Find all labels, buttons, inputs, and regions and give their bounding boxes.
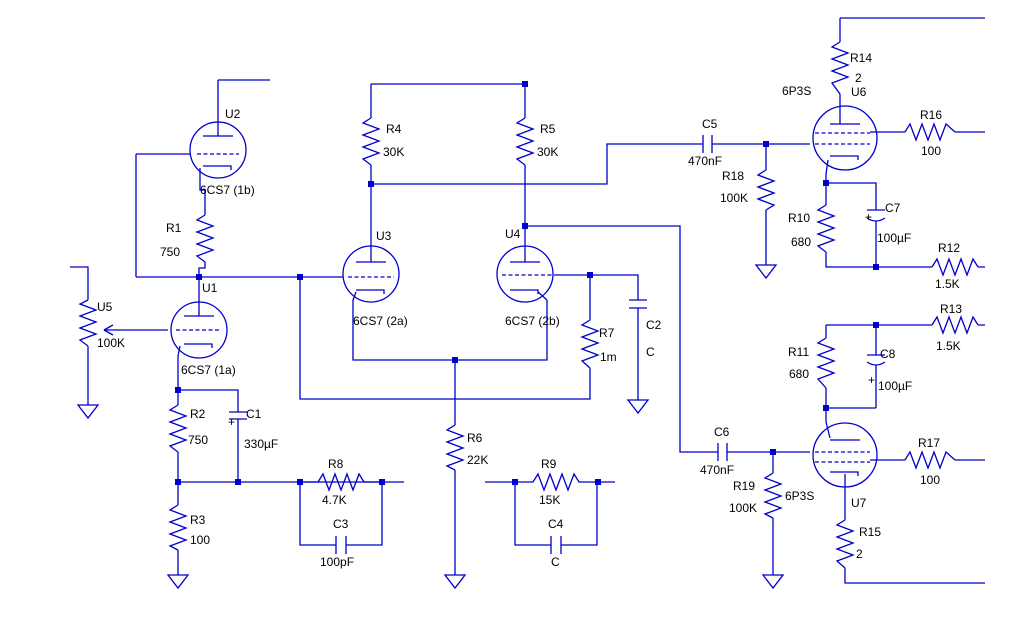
- c8-plus-label: +: [868, 373, 875, 387]
- r14-value-label: 2: [855, 71, 862, 85]
- r17-ref-label: R17: [918, 436, 940, 450]
- c4-value-label: C: [551, 555, 560, 569]
- tube-u4: [496, 245, 557, 303]
- c1-ref-label: C1: [246, 407, 262, 421]
- tube-u3: [342, 245, 400, 303]
- c3-value-label: 100pF: [320, 555, 354, 569]
- ground-symbols: [76, 264, 785, 590]
- r13-ref-label: R13: [940, 302, 962, 316]
- r17-value-label: 100: [920, 473, 940, 487]
- r6-value-label: 22K: [467, 453, 488, 467]
- r1-ref-label: R1: [166, 221, 182, 235]
- r15-value-label: 2: [856, 547, 863, 561]
- r16-ref-label: R16: [920, 108, 942, 122]
- u7-value-label: 6P3S: [785, 489, 814, 503]
- junctions: [175, 81, 879, 485]
- r18-value-label: 100K: [720, 191, 748, 205]
- tube-u6: [812, 105, 878, 175]
- u4-ref-label: U4: [505, 227, 521, 241]
- r11-ref-label: R11: [788, 345, 809, 359]
- r9-value-label: 15K: [539, 493, 560, 507]
- u5-ref-label: U5: [97, 300, 113, 314]
- u1-value-label: 6CS7 (1a): [181, 363, 236, 377]
- r4-value-label: 30K: [383, 145, 404, 159]
- r5-value-label: 30K: [537, 145, 558, 159]
- tube-u1: [170, 300, 228, 359]
- r2-value-label: 750: [188, 433, 208, 447]
- r4-ref-label: R4: [386, 122, 402, 136]
- r1-value-label: 750: [160, 245, 180, 259]
- c7-value-label: 100µF: [877, 231, 911, 245]
- r12-value-label: 1.5K: [935, 277, 960, 291]
- u7-ref-label: U7: [851, 496, 867, 510]
- u3-ref-label: U3: [376, 229, 392, 243]
- c2-ref-label: C2: [646, 318, 662, 332]
- r6-ref-label: R6: [467, 431, 483, 445]
- r7-value-label: 1m: [600, 350, 617, 364]
- c1-plus-label: +: [228, 415, 235, 429]
- r15-ref-label: R15: [859, 525, 881, 539]
- u6-ref-label: U6: [851, 85, 867, 99]
- u5-value-label: 100K: [97, 336, 125, 350]
- r19-ref-label: R19: [733, 479, 755, 493]
- r13-value-label: 1.5K: [936, 339, 961, 353]
- resistor-zigzags: [78, 41, 979, 569]
- r5-ref-label: R5: [540, 122, 556, 136]
- c6-ref-label: C6: [714, 425, 730, 439]
- wires: [70, 17, 985, 584]
- u3-value-label: 6CS7 (2a): [353, 314, 408, 328]
- r8-value-label: 4.7K: [322, 493, 347, 507]
- r8-ref-label: R8: [328, 457, 344, 471]
- c3-ref-label: C3: [333, 517, 349, 531]
- component-labels: U2 6CS7 (1b) R1 750 U1 6CS7 (1a) U5 100K…: [97, 51, 962, 569]
- u4-value-label: 6CS7 (2b): [505, 314, 560, 328]
- c4-ref-label: C4: [548, 517, 564, 531]
- u2-value-label: 6CS7 (1b): [200, 183, 255, 197]
- r16-value-label: 100: [921, 144, 941, 158]
- r11-value-label: 680: [789, 367, 809, 381]
- r9-ref-label: R9: [541, 457, 557, 471]
- r19-value-label: 100K: [729, 501, 757, 515]
- tube-u7: [812, 421, 878, 490]
- c7-plus-label: +: [865, 210, 872, 224]
- r18-ref-label: R18: [722, 169, 744, 183]
- tube-u2: [189, 121, 247, 179]
- r7-ref-label: R7: [599, 326, 615, 340]
- u6-value-label: 6P3S: [782, 84, 811, 98]
- r12-ref-label: R12: [938, 241, 960, 255]
- u1-ref-label: U1: [202, 281, 218, 295]
- u2-ref-label: U2: [225, 107, 241, 121]
- r14-ref-label: R14: [850, 51, 872, 65]
- r10-ref-label: R10: [788, 211, 810, 225]
- c1-value-label: 330µF: [244, 437, 278, 451]
- capacitor-plates: [229, 135, 886, 554]
- c7-ref-label: C7: [885, 201, 901, 215]
- r10-value-label: 680: [791, 235, 811, 249]
- r3-ref-label: R3: [190, 513, 206, 527]
- c2-value-label: C: [646, 345, 655, 359]
- c6-value-label: 470nF: [700, 463, 734, 477]
- c8-value-label: 100µF: [878, 379, 912, 393]
- c8-ref-label: C8: [880, 347, 896, 361]
- c5-ref-label: C5: [702, 117, 718, 131]
- r3-value-label: 100: [190, 533, 210, 547]
- r2-ref-label: R2: [190, 407, 206, 421]
- c5-value-label: 470nF: [688, 154, 722, 168]
